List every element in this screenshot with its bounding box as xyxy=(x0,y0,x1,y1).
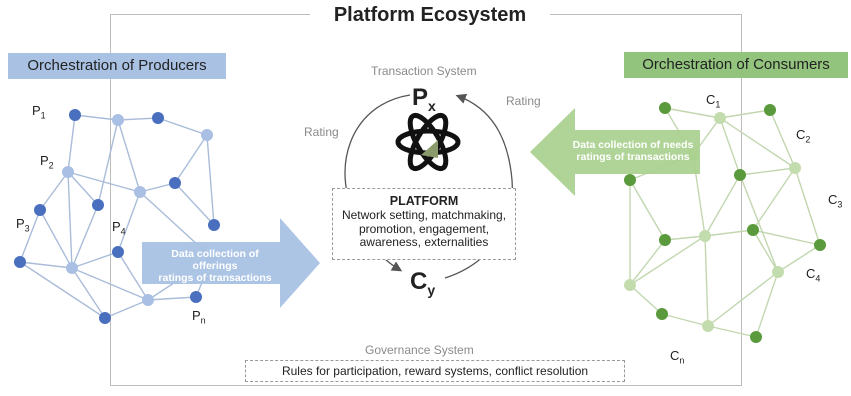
consumer-node xyxy=(656,308,668,320)
producer-node xyxy=(99,312,111,324)
producer-node xyxy=(142,294,154,306)
cy-label: Cy xyxy=(410,268,436,298)
producer-node xyxy=(208,219,220,231)
producer-edges xyxy=(19,114,215,319)
consumer-node xyxy=(714,112,726,124)
producer-node xyxy=(152,112,164,124)
node-label-c1: C1 xyxy=(706,92,721,110)
consumer-nodes xyxy=(624,102,826,343)
node-label-c2: C2 xyxy=(796,127,811,145)
governance-system-label: Governance System xyxy=(365,343,474,357)
px-label: Px xyxy=(412,84,436,114)
node-label-cn: Cn xyxy=(670,348,685,366)
producer-node xyxy=(14,256,26,268)
producer-node xyxy=(201,129,213,141)
atom-icon xyxy=(395,112,461,172)
platform-title: PLATFORM xyxy=(389,194,459,208)
producer-nodes xyxy=(14,109,220,324)
consumer-arrow-text: Data collection of needs ratings of tran… xyxy=(572,139,694,163)
node-label-c4: C4 xyxy=(806,266,821,284)
consumer-node xyxy=(699,230,711,242)
producer-node xyxy=(190,291,202,303)
rating-right-label: Rating xyxy=(506,94,541,108)
producer-node xyxy=(34,204,46,216)
diagram-title: Platform Ecosystem xyxy=(310,2,550,28)
consumer-node xyxy=(814,239,826,251)
producer-node xyxy=(92,199,104,211)
node-label-p1: P1 xyxy=(32,103,46,121)
consumer-node xyxy=(789,162,801,174)
producer-node xyxy=(66,262,78,274)
consumer-node xyxy=(747,224,759,236)
consumer-node xyxy=(659,102,671,114)
consumer-node xyxy=(750,331,762,343)
consumer-data-arrow xyxy=(530,108,700,196)
node-label-p4: P4 xyxy=(112,219,126,237)
producer-node xyxy=(69,109,81,121)
producer-arrow-text: Data collection of offerings ratings of … xyxy=(158,248,272,284)
producer-node xyxy=(112,246,124,258)
node-label-pn: Pn xyxy=(192,308,206,326)
producer-node xyxy=(169,177,181,189)
node-label-p2: P2 xyxy=(40,153,54,171)
consumer-node xyxy=(772,266,784,278)
consumer-node xyxy=(702,320,714,332)
consumers-label: Orchestration of Consumers xyxy=(624,52,848,78)
consumer-node xyxy=(734,169,746,181)
platform-description: Network setting, matchmaking, promotion,… xyxy=(341,208,507,249)
consumer-node xyxy=(659,234,671,246)
governance-box: Rules for participation, reward systems,… xyxy=(245,360,625,382)
producer-node xyxy=(62,166,74,178)
producer-node xyxy=(134,186,146,198)
consumer-node xyxy=(764,104,776,116)
consumer-node xyxy=(624,174,636,186)
node-label-c3: C3 xyxy=(828,192,843,210)
consumer-edges xyxy=(629,107,821,338)
platform-box: PLATFORM Network setting, matchmaking, p… xyxy=(332,188,516,260)
producer-node xyxy=(112,114,124,126)
transaction-system-label: Transaction System xyxy=(371,64,477,78)
consumer-node xyxy=(624,279,636,291)
producers-label: Orchestration of Producers xyxy=(8,53,226,79)
rating-left-label: Rating xyxy=(304,125,339,139)
producer-data-arrow xyxy=(142,218,320,308)
node-label-p3: P3 xyxy=(16,216,30,234)
